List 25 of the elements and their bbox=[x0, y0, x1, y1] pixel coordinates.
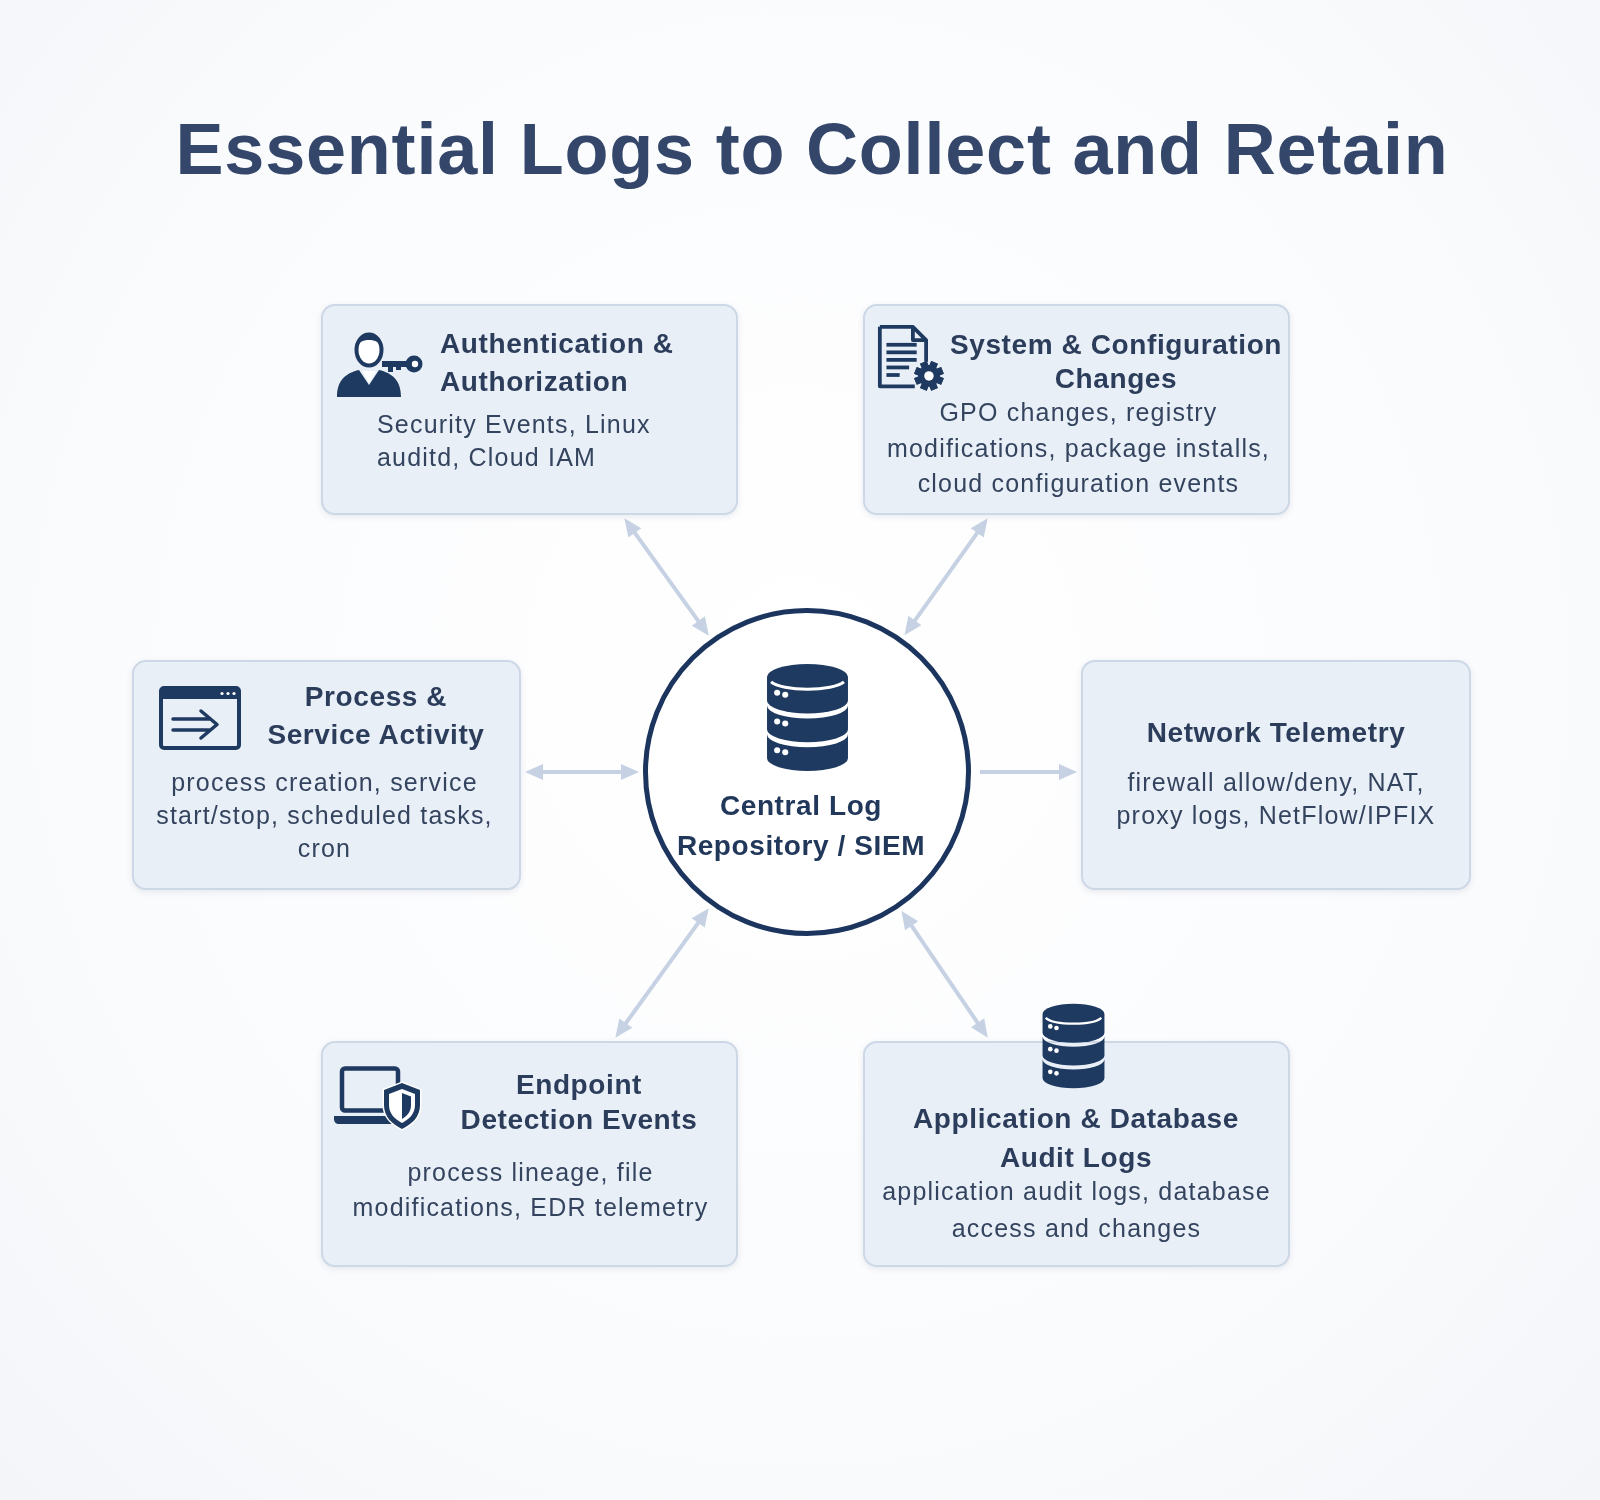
card-heading: System & Configuration Changes bbox=[948, 328, 1284, 396]
card-description: process creation, service start/stop, scheduled tasks, cron bbox=[155, 767, 494, 864]
card-heading: Endpoint Detection Events bbox=[459, 1068, 699, 1137]
card-heading: Application & Database Audit Logs bbox=[912, 1102, 1240, 1175]
card-description: GPO changes, registry modifications, package installs, cloud configuration events bbox=[886, 397, 1271, 499]
double-headed-arrow bbox=[525, 764, 639, 780]
category-card bbox=[321, 1041, 738, 1267]
card-description: firewall allow/deny, NAT, proxy logs, NetFlow/IPFIX bbox=[1115, 767, 1437, 831]
card-description: Security Events, Linux auditd, Cloud IAM bbox=[377, 409, 652, 473]
category-card bbox=[863, 304, 1290, 515]
card-heading: Network Telemetry bbox=[1145, 716, 1407, 750]
double-headed-arrow bbox=[624, 518, 709, 636]
category-card bbox=[321, 304, 738, 515]
hub-label: Central Log Repository / SIEM bbox=[675, 789, 927, 863]
diagram-title: Essential Logs to Collect and Retain bbox=[175, 108, 1449, 191]
card-heading: Process & Service Activity bbox=[266, 680, 486, 752]
card-heading: Authentication & Authorization bbox=[440, 327, 675, 399]
card-description: application audit logs, database access and changes bbox=[881, 1176, 1272, 1244]
card-description: process lineage, file modifications, EDR telemetry bbox=[351, 1157, 710, 1223]
double-headed-arrow bbox=[904, 518, 988, 636]
double-headed-arrow bbox=[615, 908, 709, 1038]
category-card bbox=[132, 660, 521, 890]
double-headed-arrow bbox=[901, 910, 988, 1038]
arrow bbox=[980, 764, 1077, 780]
category-card bbox=[1081, 660, 1471, 890]
